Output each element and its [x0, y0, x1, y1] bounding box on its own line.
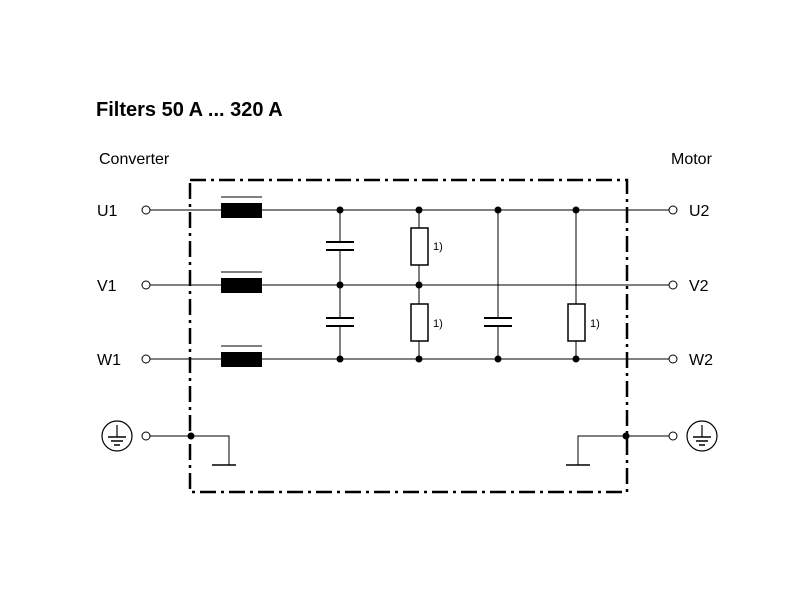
resistor-icon [410, 210, 429, 359]
terminal-pe-right [668, 431, 678, 441]
footnote-marker: 1) [433, 241, 443, 253]
terminal-label-w2: W2 [689, 352, 713, 369]
junction-dots [187, 206, 630, 440]
capacitor-icon [326, 210, 354, 359]
diagram-title: Filters 50 A ... 320 A [96, 99, 283, 121]
terminal-u2 [668, 205, 678, 215]
terminal-u1 [141, 205, 151, 215]
pe-branch-right [577, 435, 626, 465]
terminals [141, 205, 678, 441]
terminal-pe-left [141, 431, 151, 441]
terminal-label-u1: U1 [97, 203, 118, 220]
terminal-w2 [668, 354, 678, 364]
phase-lines [150, 209, 669, 466]
filter-enclosure [188, 178, 629, 494]
terminal-w1 [141, 354, 151, 364]
terminal-label-v1: V1 [97, 278, 117, 295]
footnote-marker: 1) [433, 318, 443, 330]
terminal-label-w1: W1 [97, 352, 121, 369]
footnote-marker: 1) [590, 318, 600, 330]
protective-earth-icon [686, 420, 718, 452]
motor-label: Motor [671, 151, 712, 168]
choke-icon [221, 196, 262, 367]
terminal-v1 [141, 280, 151, 290]
terminal-label-v2: V2 [689, 278, 709, 295]
protective-earth-icon [101, 420, 133, 452]
terminal-v2 [668, 280, 678, 290]
capacitor-icon [484, 210, 512, 359]
converter-label: Converter [99, 151, 170, 168]
pe-branch-left [191, 435, 230, 465]
terminal-label-u2: U2 [689, 203, 710, 220]
